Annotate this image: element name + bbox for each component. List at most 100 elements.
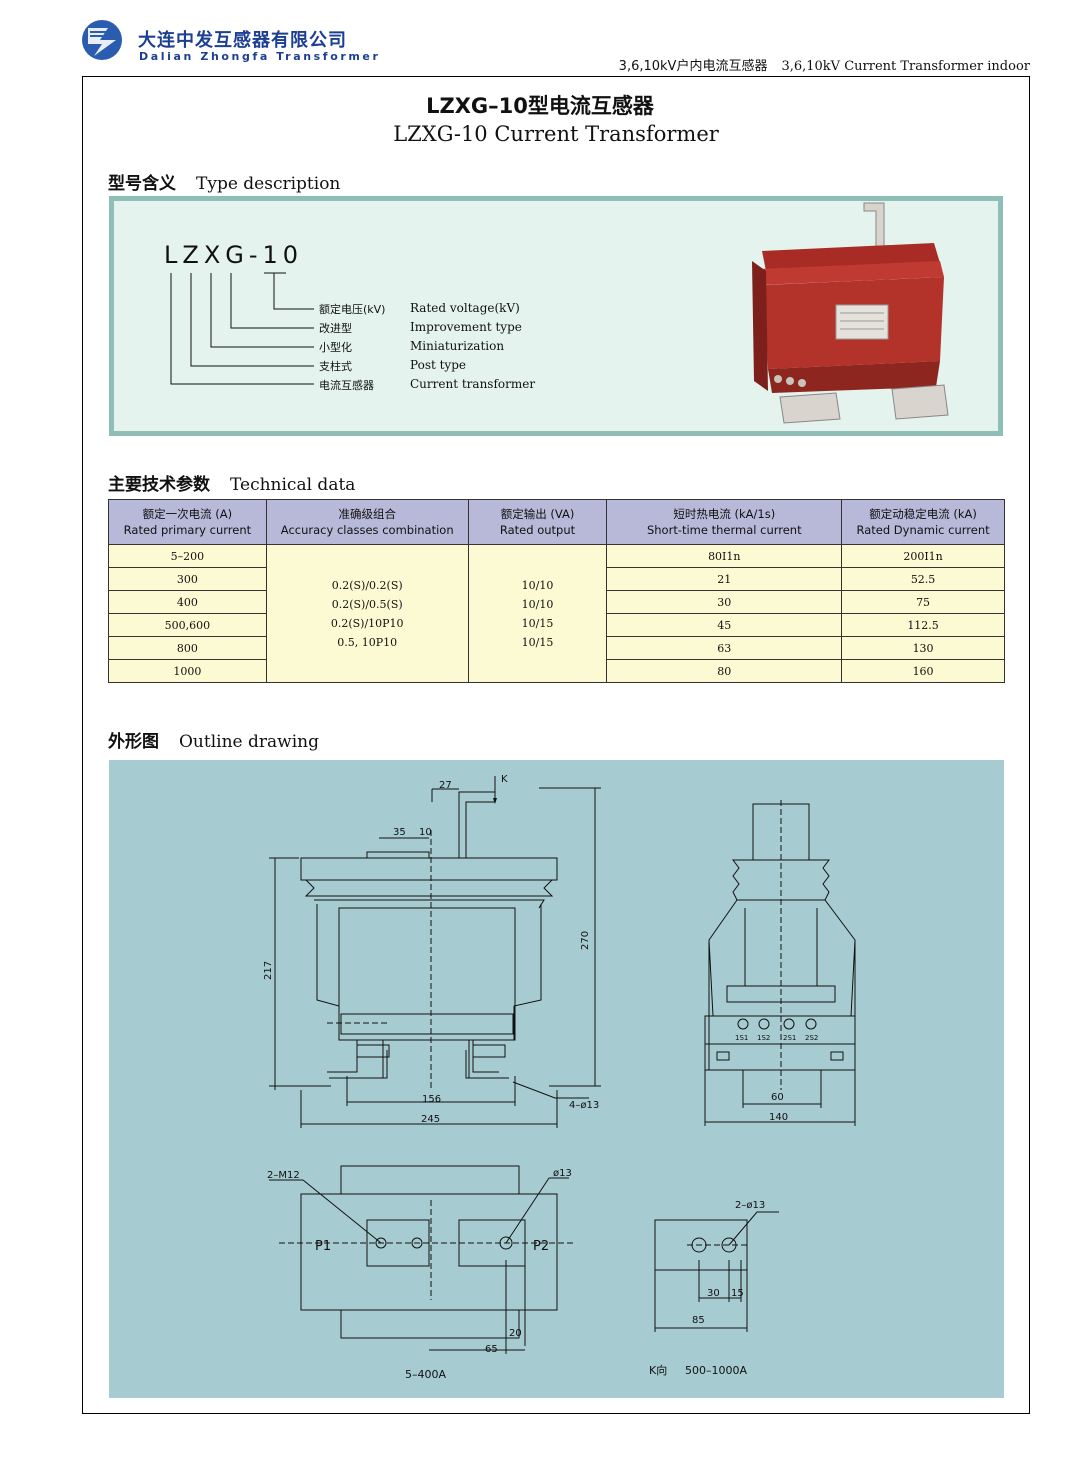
type-item-cn: 额定电压(kV): [319, 303, 386, 316]
dim-label: 10: [419, 827, 432, 838]
table-row: 300 21 52.5: [108, 567, 1005, 591]
type-item-cn: 改进型: [319, 322, 352, 335]
accuracy-cell: 0.2(S)/0.2(S) 0.2(S)/0.5(S) 0.2(S)/10P10…: [265, 544, 469, 683]
terminal-p2-label: P2: [533, 1239, 549, 1254]
page-title-cn: LZXG–10型电流互感器: [426, 94, 654, 118]
terminal-label: 2S2: [805, 1034, 818, 1042]
table-row: 5–200 0.2(S)/0.2(S) 0.2(S)/0.5(S) 0.2(S)…: [108, 544, 1005, 683]
column-header: 额定一次电流 (A)Rated primary current: [108, 499, 267, 545]
column-header-en: Rated Dynamic current: [856, 523, 990, 537]
outline-section-heading: 外形图 Outline drawing: [108, 727, 319, 752]
table-row: 500,600 45 112.5: [108, 613, 1005, 637]
thermal-cell: 21: [606, 567, 843, 591]
dim-label: 2–M12: [267, 1170, 300, 1181]
page-frame: [82, 76, 1030, 1414]
rated-output-value: 10/15: [521, 616, 554, 630]
type-item-en: Miniaturization: [410, 339, 505, 353]
accuracy-value: 0.2(S)/0.5(S): [331, 597, 403, 611]
dynamic-cell: 112.5: [841, 613, 1005, 637]
terminal-label: 2S1: [783, 1034, 796, 1042]
model-code: LZXG-10: [164, 241, 304, 269]
type-heading-cn: 型号含义: [108, 174, 176, 194]
type-section-heading: 型号含义 Type description: [108, 169, 340, 194]
range-caption: 5–400A: [405, 1368, 446, 1381]
dim-label: 85: [692, 1315, 705, 1326]
dim-label: 15: [731, 1288, 744, 1299]
column-header-en: Rated output: [499, 523, 576, 537]
column-header-cn: 额定输出 (VA): [500, 507, 575, 521]
type-item-cn: 支柱式: [319, 360, 352, 373]
outline-drawing: 27 K 35 10 217 270 156 245 4–ø13 60 140 …: [263, 774, 856, 1381]
primary-current-cell: 5–200: [108, 544, 267, 568]
tech-heading-en: Technical data: [230, 475, 356, 495]
page-title-en: LZXG-10 Current Transformer: [393, 122, 719, 146]
thermal-cell: 80: [606, 659, 843, 683]
dim-label: 60: [771, 1092, 784, 1103]
type-description-panel: LZXG-10 额定电压(kV) Rated voltage(kV) 改进型 I…: [109, 196, 1003, 436]
terminal-label: 1S2: [757, 1034, 770, 1042]
column-header-cn: 准确级组合: [338, 507, 396, 521]
type-item-en: Improvement type: [410, 320, 522, 334]
type-item-en: Post type: [410, 358, 466, 372]
product-photo: [752, 202, 949, 424]
accuracy-value: 0.2(S)/10P10: [330, 616, 404, 630]
primary-current-cell: 400: [108, 590, 267, 614]
terminal-p1-label: P1: [315, 1239, 331, 1254]
series-label: 3,6,10kV户内电流互感器 3,6,10kV Current Transfor…: [619, 55, 1030, 74]
rated-output-value: 10/10: [521, 597, 554, 611]
tech-heading-cn: 主要技术参数: [108, 475, 210, 495]
primary-current-cell: 1000: [108, 659, 267, 683]
dim-label: 20: [509, 1328, 522, 1339]
dim-label: 27: [439, 780, 452, 791]
series-label-cn: 3,6,10kV户内电流互感器: [618, 59, 768, 74]
column-header-cn: 额定动稳定电流 (kA): [869, 507, 977, 521]
k-view-caption: K向: [649, 1363, 667, 1377]
outline-drawing-panel: 27 K 35 10 217 270 156 245 4–ø13 60 140 …: [109, 760, 1004, 1398]
type-item-en: Rated voltage(kV): [410, 301, 520, 315]
column-header: 短时热电流 (kA/1s)Short-time thermal current: [606, 499, 843, 545]
type-legend-lines: [170, 272, 314, 385]
company-logo-icon: [82, 20, 122, 60]
dim-label: 140: [769, 1112, 788, 1123]
dim-label: 30: [707, 1288, 720, 1299]
dynamic-cell: 130: [841, 636, 1005, 660]
dim-label: 2–ø13: [735, 1200, 765, 1211]
column-header: 额定输出 (VA) Rated output: [467, 499, 608, 545]
type-item-cn: 电流互感器: [319, 379, 374, 392]
accuracy-value: 0.5, 10P10: [337, 635, 398, 649]
dim-label: 217: [263, 961, 274, 980]
column-header-en: Rated primary current: [123, 523, 252, 537]
type-item-cn: 小型化: [319, 341, 352, 354]
type-heading-en: Type description: [196, 174, 341, 194]
column-header-en: Short-time thermal current: [646, 523, 802, 537]
tech-section-heading: 主要技术参数 Technical data: [108, 470, 355, 495]
thermal-cell: 80I1n: [606, 544, 843, 568]
dynamic-cell: 75: [841, 590, 1005, 614]
accuracy-value: 0.2(S)/0.2(S): [331, 578, 403, 592]
dynamic-cell: 52.5: [841, 567, 1005, 591]
series-label-en: 3,6,10kV Current Transformer indoor: [781, 59, 1030, 74]
dim-label: 156: [422, 1094, 441, 1105]
column-header: 额定动稳定电流 (kA) Rated Dynamic current: [841, 499, 1005, 545]
dim-label: ø13: [553, 1168, 572, 1179]
thermal-cell: 30: [606, 590, 843, 614]
dim-label: 270: [580, 931, 591, 950]
rated-output-value: 10/10: [521, 578, 554, 592]
rated-output-value: 10/15: [521, 635, 554, 649]
table-row: 400 30 75: [108, 590, 1005, 614]
thermal-cell: 63: [606, 636, 843, 660]
outline-heading-cn: 外形图: [108, 732, 159, 752]
primary-current-cell: 300: [108, 567, 267, 591]
company-name-en: Dalian Zhongfa Transformer: [139, 50, 381, 63]
thermal-cell: 45: [606, 613, 843, 637]
outline-heading-en: Outline drawing: [179, 732, 319, 752]
range-caption: 500–1000A: [685, 1364, 747, 1377]
dim-label: 4–ø13: [569, 1100, 599, 1111]
terminal-label: 1S1: [735, 1034, 748, 1042]
company-name-cn: 大连中发互感器有限公司: [138, 30, 347, 51]
primary-current-cell: 800: [108, 636, 267, 660]
table-row: 1000 80 160: [108, 659, 1005, 683]
